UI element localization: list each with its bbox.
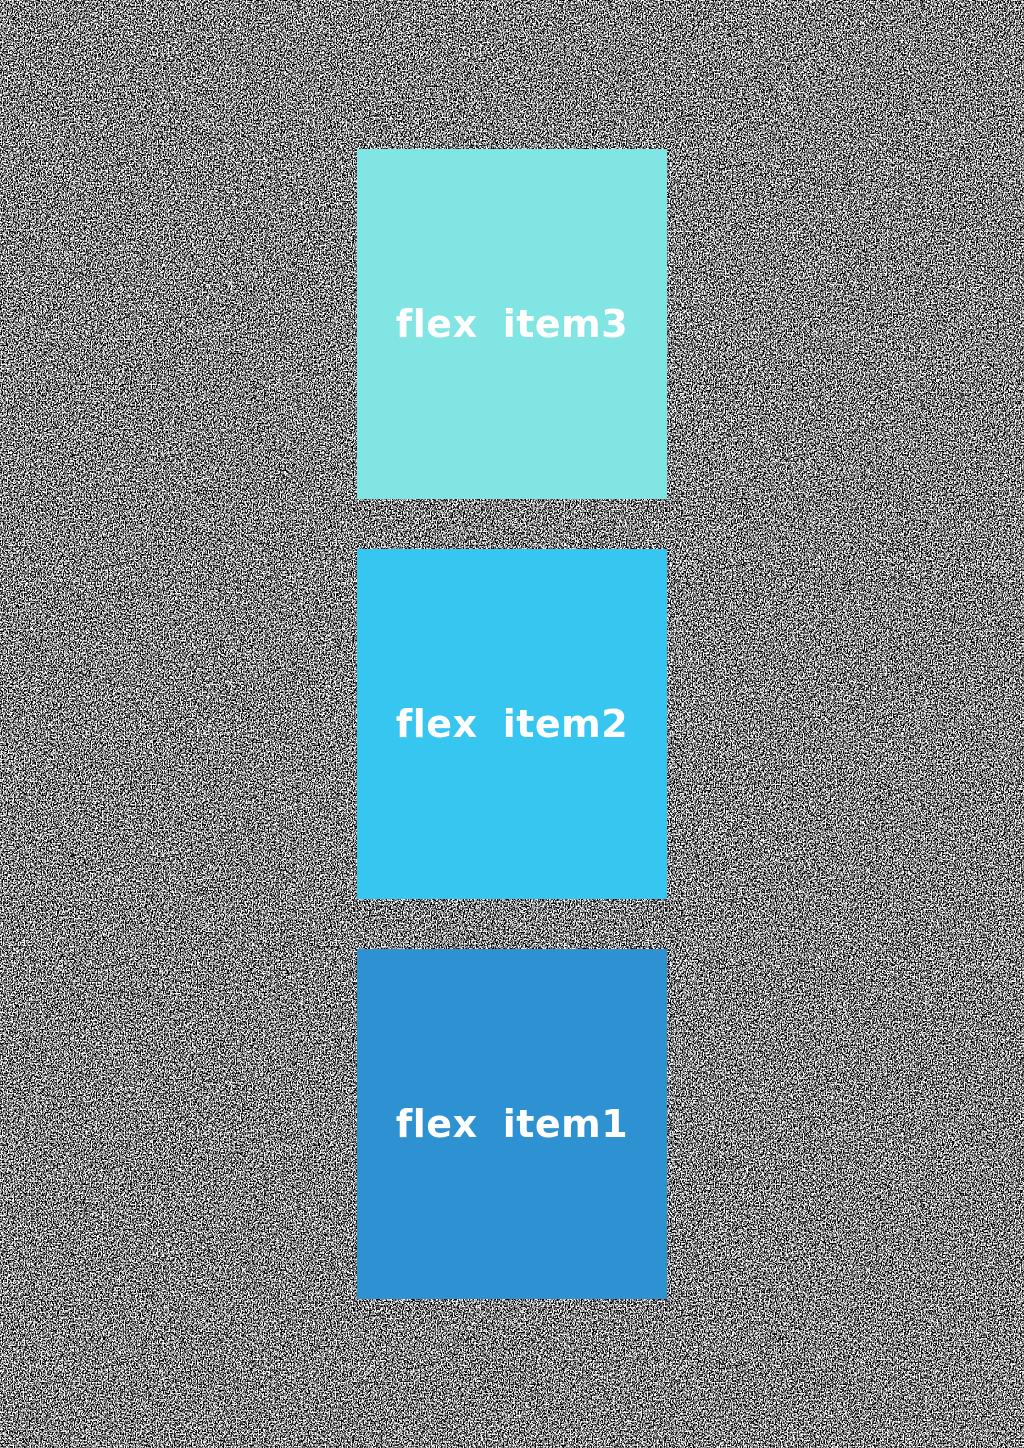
flex-item-2: flex item2 (357, 549, 667, 899)
flex-item-1-label: flex item1 (395, 1102, 629, 1146)
flex-item-3: flex item3 (357, 149, 667, 499)
flex-container: flex item1 flex item2 flex item3 (357, 149, 667, 1299)
flex-item-2-label: flex item2 (395, 702, 629, 746)
flex-item-3-label: flex item3 (395, 302, 629, 346)
flex-item-1: flex item1 (357, 949, 667, 1299)
